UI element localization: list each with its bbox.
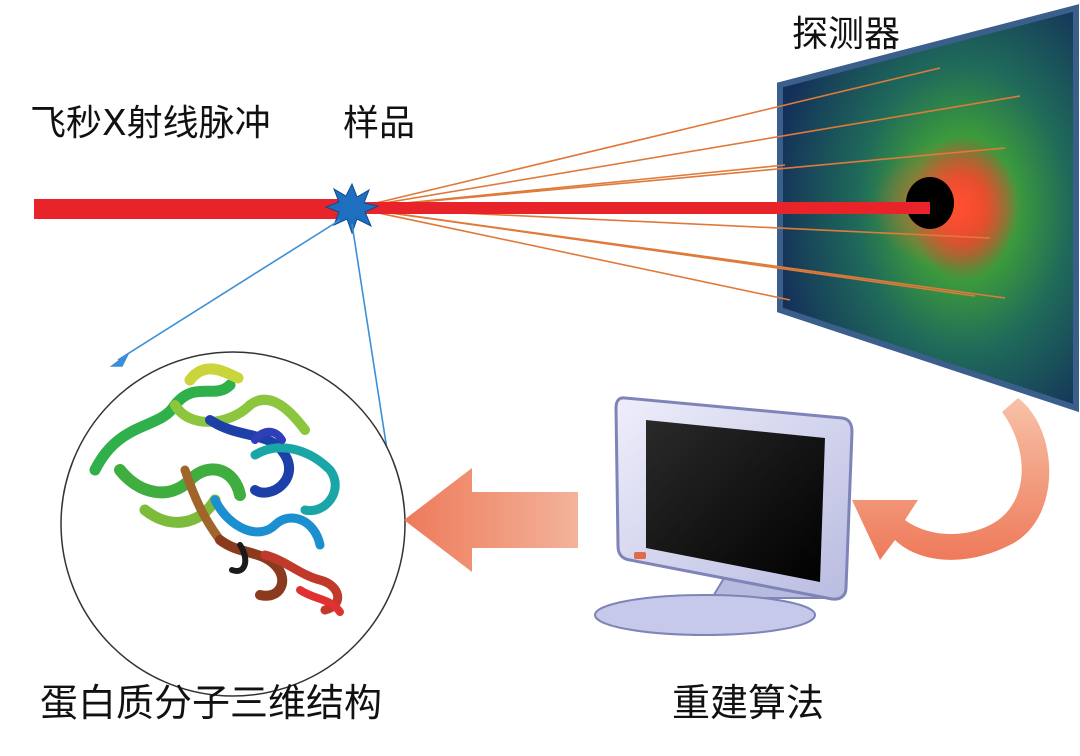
xray-beam [34, 199, 930, 219]
label-detector: 探测器 [792, 14, 901, 55]
label-protein-structure: 蛋白质分子三维结构 [40, 681, 383, 725]
protein-ribbon-icon [60, 351, 406, 697]
monitor-icon [594, 396, 854, 636]
curved-arrow [852, 398, 1050, 560]
label-sample: 样品 [343, 103, 416, 144]
label-xray-pulse: 飞秒X射线脉冲 [30, 103, 271, 144]
scatter-rays [354, 67, 1021, 301]
flow-arrow [404, 468, 578, 572]
label-reconstruction-algorithm: 重建算法 [672, 681, 825, 725]
